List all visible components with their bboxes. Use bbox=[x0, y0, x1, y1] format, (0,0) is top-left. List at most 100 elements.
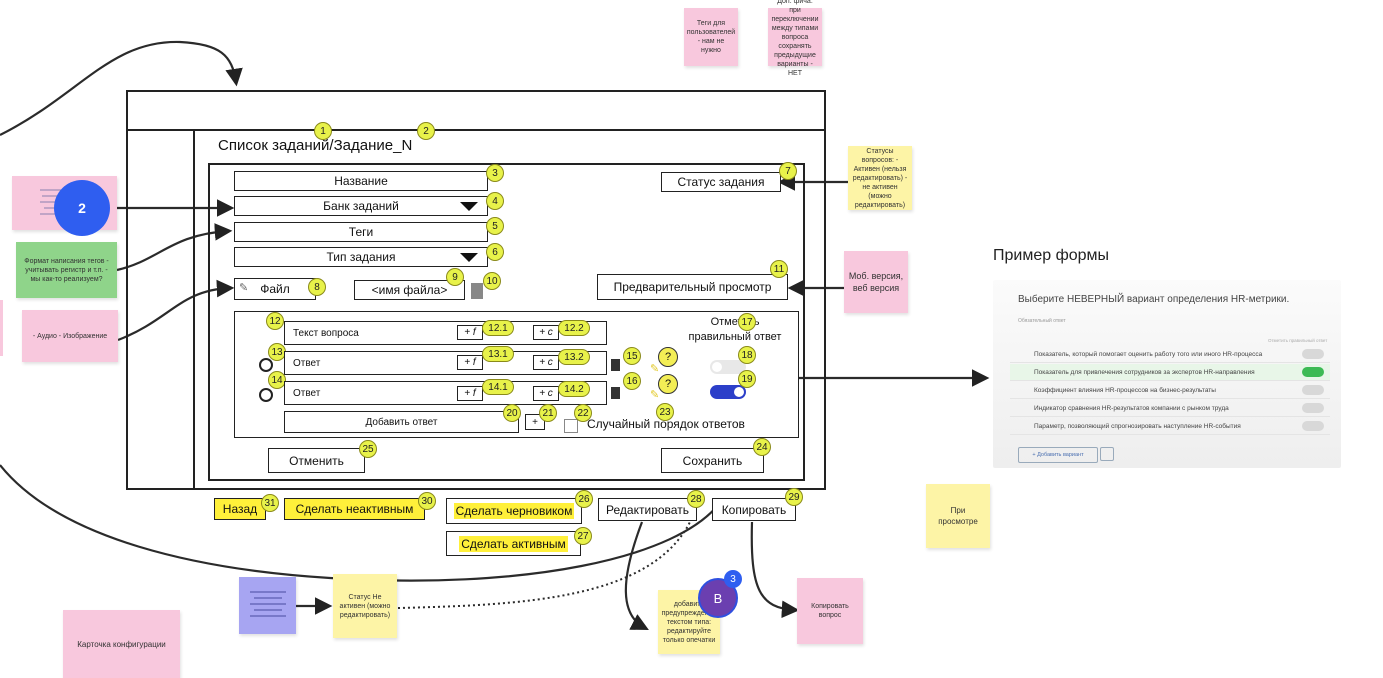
correct-toggle-on[interactable] bbox=[710, 385, 746, 399]
add-formula-button[interactable]: + f bbox=[457, 386, 483, 401]
user-avatar[interactable]: B bbox=[698, 578, 738, 618]
badge-12-2: 12.2 bbox=[558, 320, 590, 336]
badge-14-2: 14.2 bbox=[558, 381, 590, 397]
badge-27: 27 bbox=[574, 527, 592, 545]
example-mark-hint: Отметить правильный ответ bbox=[1268, 338, 1328, 343]
example-option: Коэффициент влияния HR-процессов на бизн… bbox=[1010, 382, 1330, 399]
sticky-edge bbox=[0, 300, 3, 356]
add-answer-button[interactable]: Добавить ответ bbox=[284, 411, 519, 433]
correct-toggle-off[interactable] bbox=[710, 360, 746, 374]
type-select[interactable]: Тип задания bbox=[234, 247, 488, 267]
make-inactive-button[interactable]: Сделать неактивным bbox=[284, 498, 425, 520]
answer-radio[interactable] bbox=[259, 358, 273, 372]
example-option: Индикатор сравнения HR-результатов компа… bbox=[1010, 400, 1330, 417]
badge-7: 7 bbox=[779, 162, 797, 180]
make-draft-button[interactable]: Сделать черновиком bbox=[446, 498, 582, 524]
file-button-label: Файл bbox=[260, 282, 290, 296]
sticky-add-warning: добавить предупреждение текстом типа: ре… bbox=[658, 590, 720, 654]
window-header-line bbox=[126, 129, 826, 131]
comment-count-bubble[interactable]: 2 bbox=[54, 180, 110, 236]
save-button[interactable]: Сохранить bbox=[661, 448, 764, 473]
sticky-on-preview: При просмотре bbox=[926, 484, 990, 548]
example-option: Показатель, который помогает оценить раб… bbox=[1010, 346, 1330, 363]
file-button[interactable]: ✎ Файл bbox=[234, 278, 316, 300]
example-doc-icon bbox=[1100, 447, 1114, 461]
sticky-config-card: Карточка конфигурации bbox=[63, 610, 180, 678]
make-active-label: Сделать активным bbox=[459, 535, 568, 552]
sticky-mobile: Моб. версия, веб версия bbox=[844, 251, 908, 313]
sticky-status-inactive: Статус Не активен (можно редактировать) bbox=[333, 574, 397, 638]
badge-17: 17 bbox=[738, 313, 756, 331]
badge-11: 11 bbox=[770, 260, 788, 278]
example-heading: Пример формы bbox=[993, 247, 1110, 264]
sidebar-line bbox=[193, 129, 195, 490]
sticky-tags-format: Формат написания тегов - учитывать регис… bbox=[16, 242, 117, 298]
window-frame bbox=[126, 90, 826, 490]
badge-25: 25 bbox=[359, 440, 377, 458]
answer-field-2[interactable]: Ответ bbox=[284, 381, 607, 405]
badge-26: 26 bbox=[575, 490, 593, 508]
file-thumbnail-icon bbox=[471, 283, 483, 299]
bank-select-label: Банк заданий bbox=[323, 199, 399, 213]
badge-19: 19 bbox=[738, 370, 756, 388]
badge-29: 29 bbox=[785, 488, 803, 506]
mark-correct-label: Отметить правильный ответ bbox=[688, 316, 782, 343]
add-code-button[interactable]: + c bbox=[533, 386, 559, 401]
status-field: Статус задания bbox=[661, 172, 781, 192]
back-button[interactable]: Назад bbox=[214, 498, 266, 520]
badge-23: 23 bbox=[656, 403, 674, 421]
badge-30: 30 bbox=[418, 492, 436, 510]
sticky-statuses: Статусы вопросов: - Активен (нельзя реда… bbox=[848, 146, 912, 210]
copy-button[interactable]: Копировать bbox=[712, 498, 796, 521]
add-code-button[interactable]: + c bbox=[533, 355, 559, 370]
add-formula-button[interactable]: + f bbox=[457, 355, 483, 370]
name-field[interactable]: Название bbox=[234, 171, 488, 191]
cancel-button[interactable]: Отменить bbox=[268, 448, 365, 473]
toggle-off bbox=[1302, 421, 1324, 431]
file-name-field: <имя файла> bbox=[354, 280, 465, 300]
badge-12: 12 bbox=[266, 312, 284, 330]
badge-10: 10 bbox=[483, 272, 501, 290]
toggle-off bbox=[1302, 385, 1324, 395]
badge-2: 2 bbox=[417, 122, 435, 140]
example-option: Параметр, позволяющий спрогнозировать на… bbox=[1010, 418, 1330, 435]
pencil-icon[interactable]: ✎ bbox=[650, 363, 660, 375]
example-add-button: + Добавить вариант bbox=[1018, 447, 1098, 463]
make-active-button[interactable]: Сделать активным bbox=[446, 531, 581, 556]
pencil-icon[interactable]: ✎ bbox=[650, 389, 660, 401]
badge-24: 24 bbox=[753, 438, 771, 456]
badge-1: 1 bbox=[314, 122, 332, 140]
hint-icon[interactable]: ? bbox=[658, 374, 678, 394]
hint-icon[interactable]: ? bbox=[658, 347, 678, 367]
chevron-down-icon bbox=[460, 253, 478, 262]
badge-13-2: 13.2 bbox=[558, 349, 590, 365]
example-option-selected: Показатель для привлечения сотрудников з… bbox=[1010, 364, 1330, 381]
sticky-media: - Аудио - Изображение bbox=[22, 310, 118, 362]
trash-icon[interactable] bbox=[611, 387, 620, 399]
tags-field[interactable]: Теги bbox=[234, 222, 488, 242]
badge-14: 14 bbox=[268, 371, 286, 389]
bank-select[interactable]: Банк заданий bbox=[234, 196, 488, 216]
add-formula-button[interactable]: + f bbox=[457, 325, 483, 340]
random-order-label: Случайный порядок ответов bbox=[587, 417, 745, 431]
add-code-button[interactable]: + c bbox=[533, 325, 559, 340]
answer-radio[interactable] bbox=[259, 388, 273, 402]
preview-button[interactable]: Предварительный просмотр bbox=[597, 274, 788, 300]
random-order-checkbox[interactable] bbox=[564, 419, 578, 433]
badge-22: 22 bbox=[574, 404, 592, 422]
toggle-off bbox=[1302, 403, 1324, 413]
sticky-copy-question: Копировать вопрос bbox=[797, 578, 863, 644]
badge-31: 31 bbox=[261, 494, 279, 512]
badge-8: 8 bbox=[308, 278, 326, 296]
avatar-badge: 3 bbox=[724, 570, 742, 588]
sticky-note-lines bbox=[239, 577, 296, 634]
badge-20: 20 bbox=[503, 404, 521, 422]
sticky-tags-users: Теги для пользователей - нам не нужно bbox=[684, 8, 738, 66]
example-required: Обязательный ответ bbox=[1018, 318, 1066, 324]
edit-button[interactable]: Редактировать bbox=[598, 498, 697, 521]
trash-icon[interactable] bbox=[611, 359, 620, 371]
badge-15: 15 bbox=[623, 347, 641, 365]
toggle-off bbox=[1302, 349, 1324, 359]
badge-16: 16 bbox=[623, 372, 641, 390]
